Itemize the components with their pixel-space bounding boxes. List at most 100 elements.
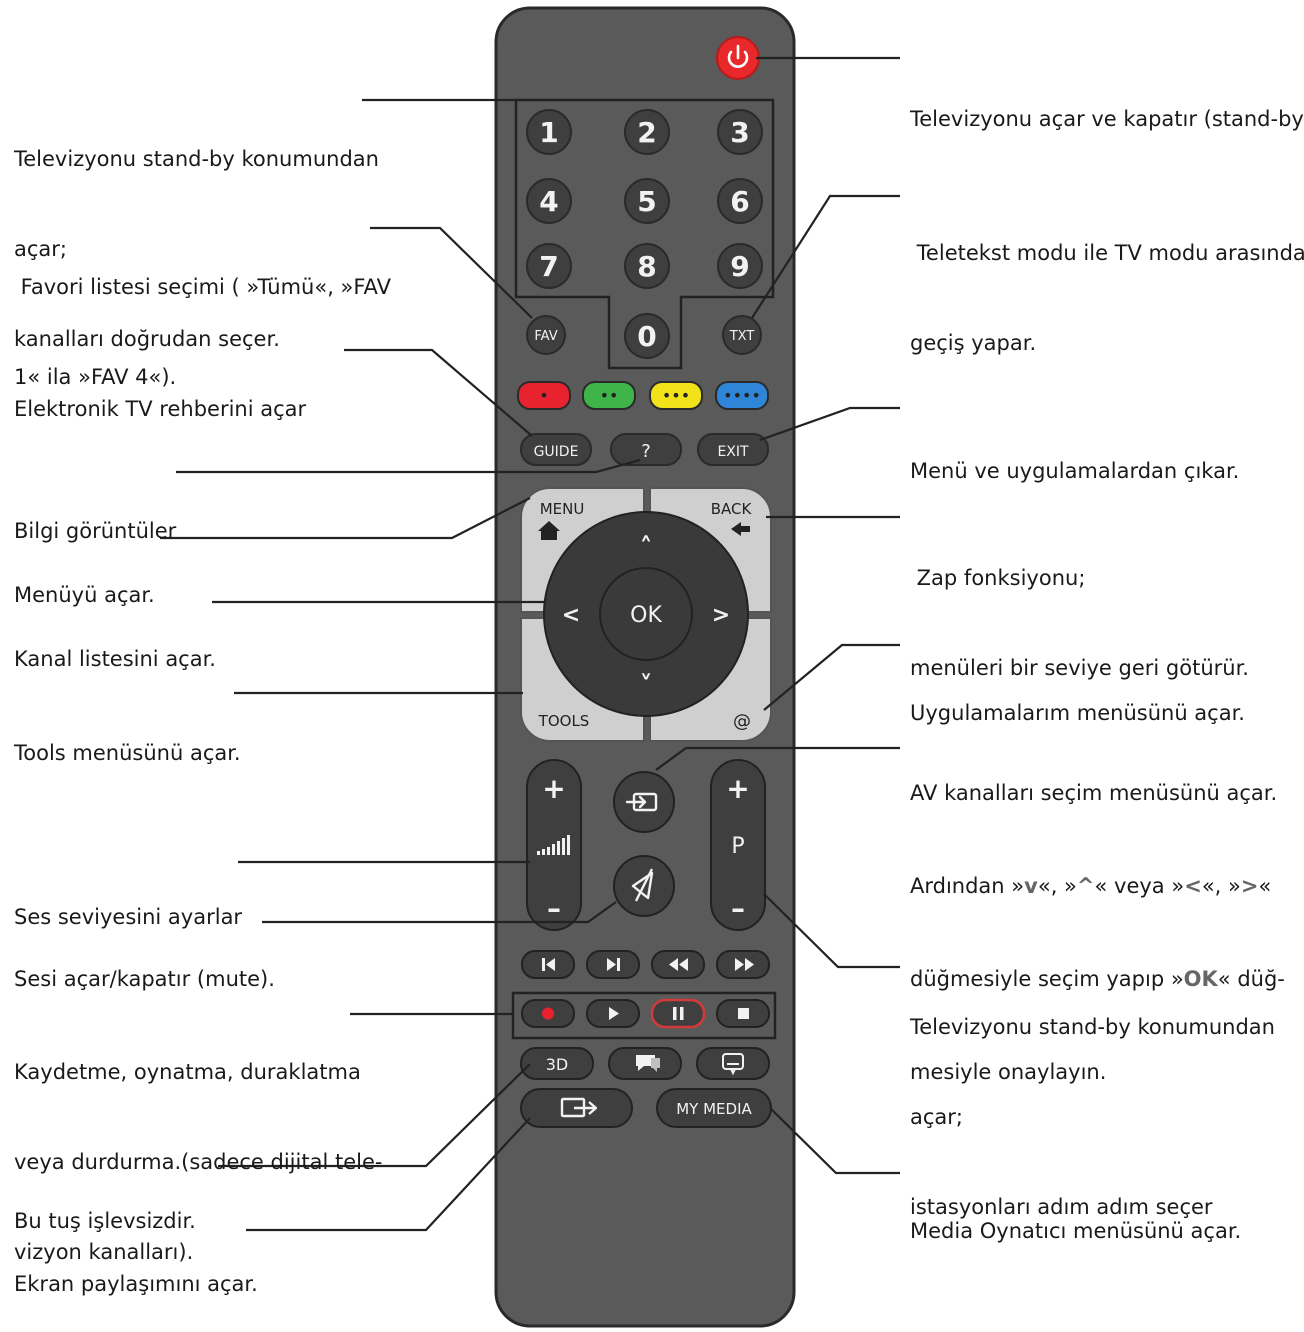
channel-plus[interactable]: + — [726, 772, 749, 805]
annotation-mute: Sesi açar/kapatır (mute). — [14, 904, 275, 1024]
next-button[interactable] — [586, 950, 640, 979]
annotation-record: Kaydetme, oynatma, duraklatma veya durdu… — [14, 997, 382, 1297]
annotation-line: Televizyonu stand-by konumundan — [14, 147, 379, 171]
play-button[interactable] — [586, 999, 640, 1028]
annotation-line: vizyon kanalları). — [14, 1240, 194, 1264]
yellow-dots: ••• — [662, 386, 690, 405]
record-button[interactable] — [521, 999, 575, 1028]
annotation-line: Televizyonu stand-by konumundan — [910, 1015, 1275, 1039]
annotation-line: Media Oynatıcı menüsünü açar. — [910, 1219, 1242, 1243]
exit-button[interactable]: EXIT — [697, 433, 769, 466]
keypad-frame — [514, 98, 775, 370]
key-symbol: OK — [1183, 967, 1218, 991]
blue-dots: •••• — [723, 386, 761, 405]
record-group-frame — [511, 991, 777, 1040]
info-button[interactable]: ? — [610, 433, 682, 466]
exit-label: EXIT — [717, 444, 749, 460]
digit-button[interactable]: 8 — [624, 243, 670, 289]
ok-button[interactable] — [599, 567, 693, 661]
digit-button[interactable]: 5 — [624, 178, 670, 224]
annotation-line: açar; — [910, 1105, 963, 1129]
leader-guide — [344, 348, 533, 437]
source-button[interactable] — [613, 771, 675, 833]
pause-button[interactable] — [650, 998, 706, 1029]
txt-button[interactable]: TXT — [722, 315, 762, 355]
annotation-line: Televizyonu açar ve kapatır (stand-by). — [910, 107, 1304, 131]
red-dots: • — [539, 386, 548, 405]
home-icon — [538, 521, 560, 540]
digit-label: 8 — [637, 250, 656, 283]
annotation-power: Televizyonu açar ve kapatır (stand-by). — [910, 44, 1304, 164]
digit-button[interactable]: 0 — [624, 313, 670, 359]
down-arrow[interactable]: ˅ — [640, 671, 653, 701]
guide-label: GUIDE — [534, 444, 579, 460]
yellow-button[interactable]: ••• — [649, 381, 703, 410]
digit-label: 7 — [539, 250, 558, 283]
power-button[interactable] — [716, 36, 760, 80]
annotation-line: AV kanalları seçim menüsünü açar. — [910, 781, 1278, 805]
digit-button[interactable]: 1 — [526, 109, 572, 155]
annotation-line: Uygulamalarım menüsünü açar. — [910, 701, 1245, 725]
guide-button[interactable]: GUIDE — [520, 433, 592, 466]
skip-back-icon — [542, 958, 555, 971]
digit-label: 2 — [637, 116, 656, 149]
digit-button[interactable]: 9 — [717, 243, 763, 289]
source-input-icon — [625, 792, 658, 812]
stop-icon — [738, 1008, 749, 1019]
leader-lines — [160, 56, 900, 1232]
share-button[interactable] — [520, 1088, 633, 1128]
prev-button[interactable] — [521, 950, 575, 979]
up-arrow[interactable]: ˄ — [640, 533, 653, 563]
annotation-media: Media Oynatıcı menüsünü açar. — [910, 1156, 1241, 1276]
annotation-line: Elektronik TV rehberini açar — [14, 397, 307, 421]
skip-forward-icon — [607, 958, 620, 971]
annotation-fragment: « — [1258, 874, 1272, 898]
digit-label: 6 — [730, 185, 749, 218]
mute-button[interactable] — [613, 855, 675, 917]
digit-label: 9 — [730, 250, 749, 283]
leader-channel — [763, 893, 900, 969]
digit-label: 5 — [637, 185, 656, 218]
leader-exit — [759, 406, 900, 442]
blue-button[interactable]: •••• — [715, 381, 769, 410]
annotation-line: Kanal listesini açar. — [14, 647, 216, 671]
channel-minus[interactable]: – — [731, 892, 745, 925]
digit-button[interactable]: 3 — [717, 109, 763, 155]
volume-rocker[interactable]: + – — [526, 759, 582, 931]
info-label: ? — [641, 441, 651, 462]
chat-button[interactable] — [608, 1047, 682, 1080]
stop-button[interactable] — [716, 999, 770, 1028]
digit-label: 4 — [539, 185, 558, 218]
annotation-line: mesiyle onaylayın. — [910, 1060, 1107, 1084]
subtitle-button[interactable] — [696, 1047, 770, 1080]
left-arrow[interactable]: < — [562, 603, 580, 628]
digit-button[interactable]: 4 — [526, 178, 572, 224]
annotation-fav: Favori listesi seçimi ( »Tümü«, »FAV 1« … — [14, 212, 391, 422]
annotation-line: Ardından »v«, »^« veya »<«, »>« — [910, 871, 1285, 902]
fav-button[interactable]: FAV — [526, 315, 566, 355]
channel-rocker[interactable]: + P – — [710, 759, 766, 931]
fast-forward-button[interactable] — [716, 950, 770, 979]
annotation-menu: Menüyü açar. — [14, 520, 155, 640]
red-button[interactable]: • — [517, 381, 571, 410]
three-d-button[interactable]: 3D — [520, 1047, 594, 1080]
rewind-button[interactable] — [651, 950, 705, 979]
digit-button[interactable]: 2 — [624, 109, 670, 155]
annotation-digits: Televizyonu stand-by konumundan açar; ka… — [14, 84, 379, 384]
annotation-fragment: Ardından » — [910, 874, 1025, 898]
annotation-volume: Ses seviyesini ayarlar — [14, 842, 242, 962]
volume-plus[interactable]: + — [542, 772, 565, 805]
annotation-av: AV kanalları seçim menüsünü açar. Ardınd… — [910, 716, 1285, 1119]
digit-button[interactable]: 6 — [717, 178, 763, 224]
annotation-channel: Televizyonu stand-by konumundan açar; is… — [910, 952, 1275, 1252]
my-media-button[interactable]: MY MEDIA — [656, 1088, 772, 1128]
right-arrow[interactable]: > — [712, 603, 730, 628]
back-arrow-icon — [731, 522, 750, 536]
annotation-line: istasyonları adım adım seçer — [910, 1195, 1213, 1219]
volume-minus[interactable]: – — [547, 892, 561, 925]
pause-icon — [673, 1007, 684, 1020]
digit-button[interactable]: 7 — [526, 243, 572, 289]
annotation-line: düğmesiyle seçim yapıp »OK« düğ- — [910, 964, 1285, 995]
green-button[interactable]: •• — [582, 381, 636, 410]
